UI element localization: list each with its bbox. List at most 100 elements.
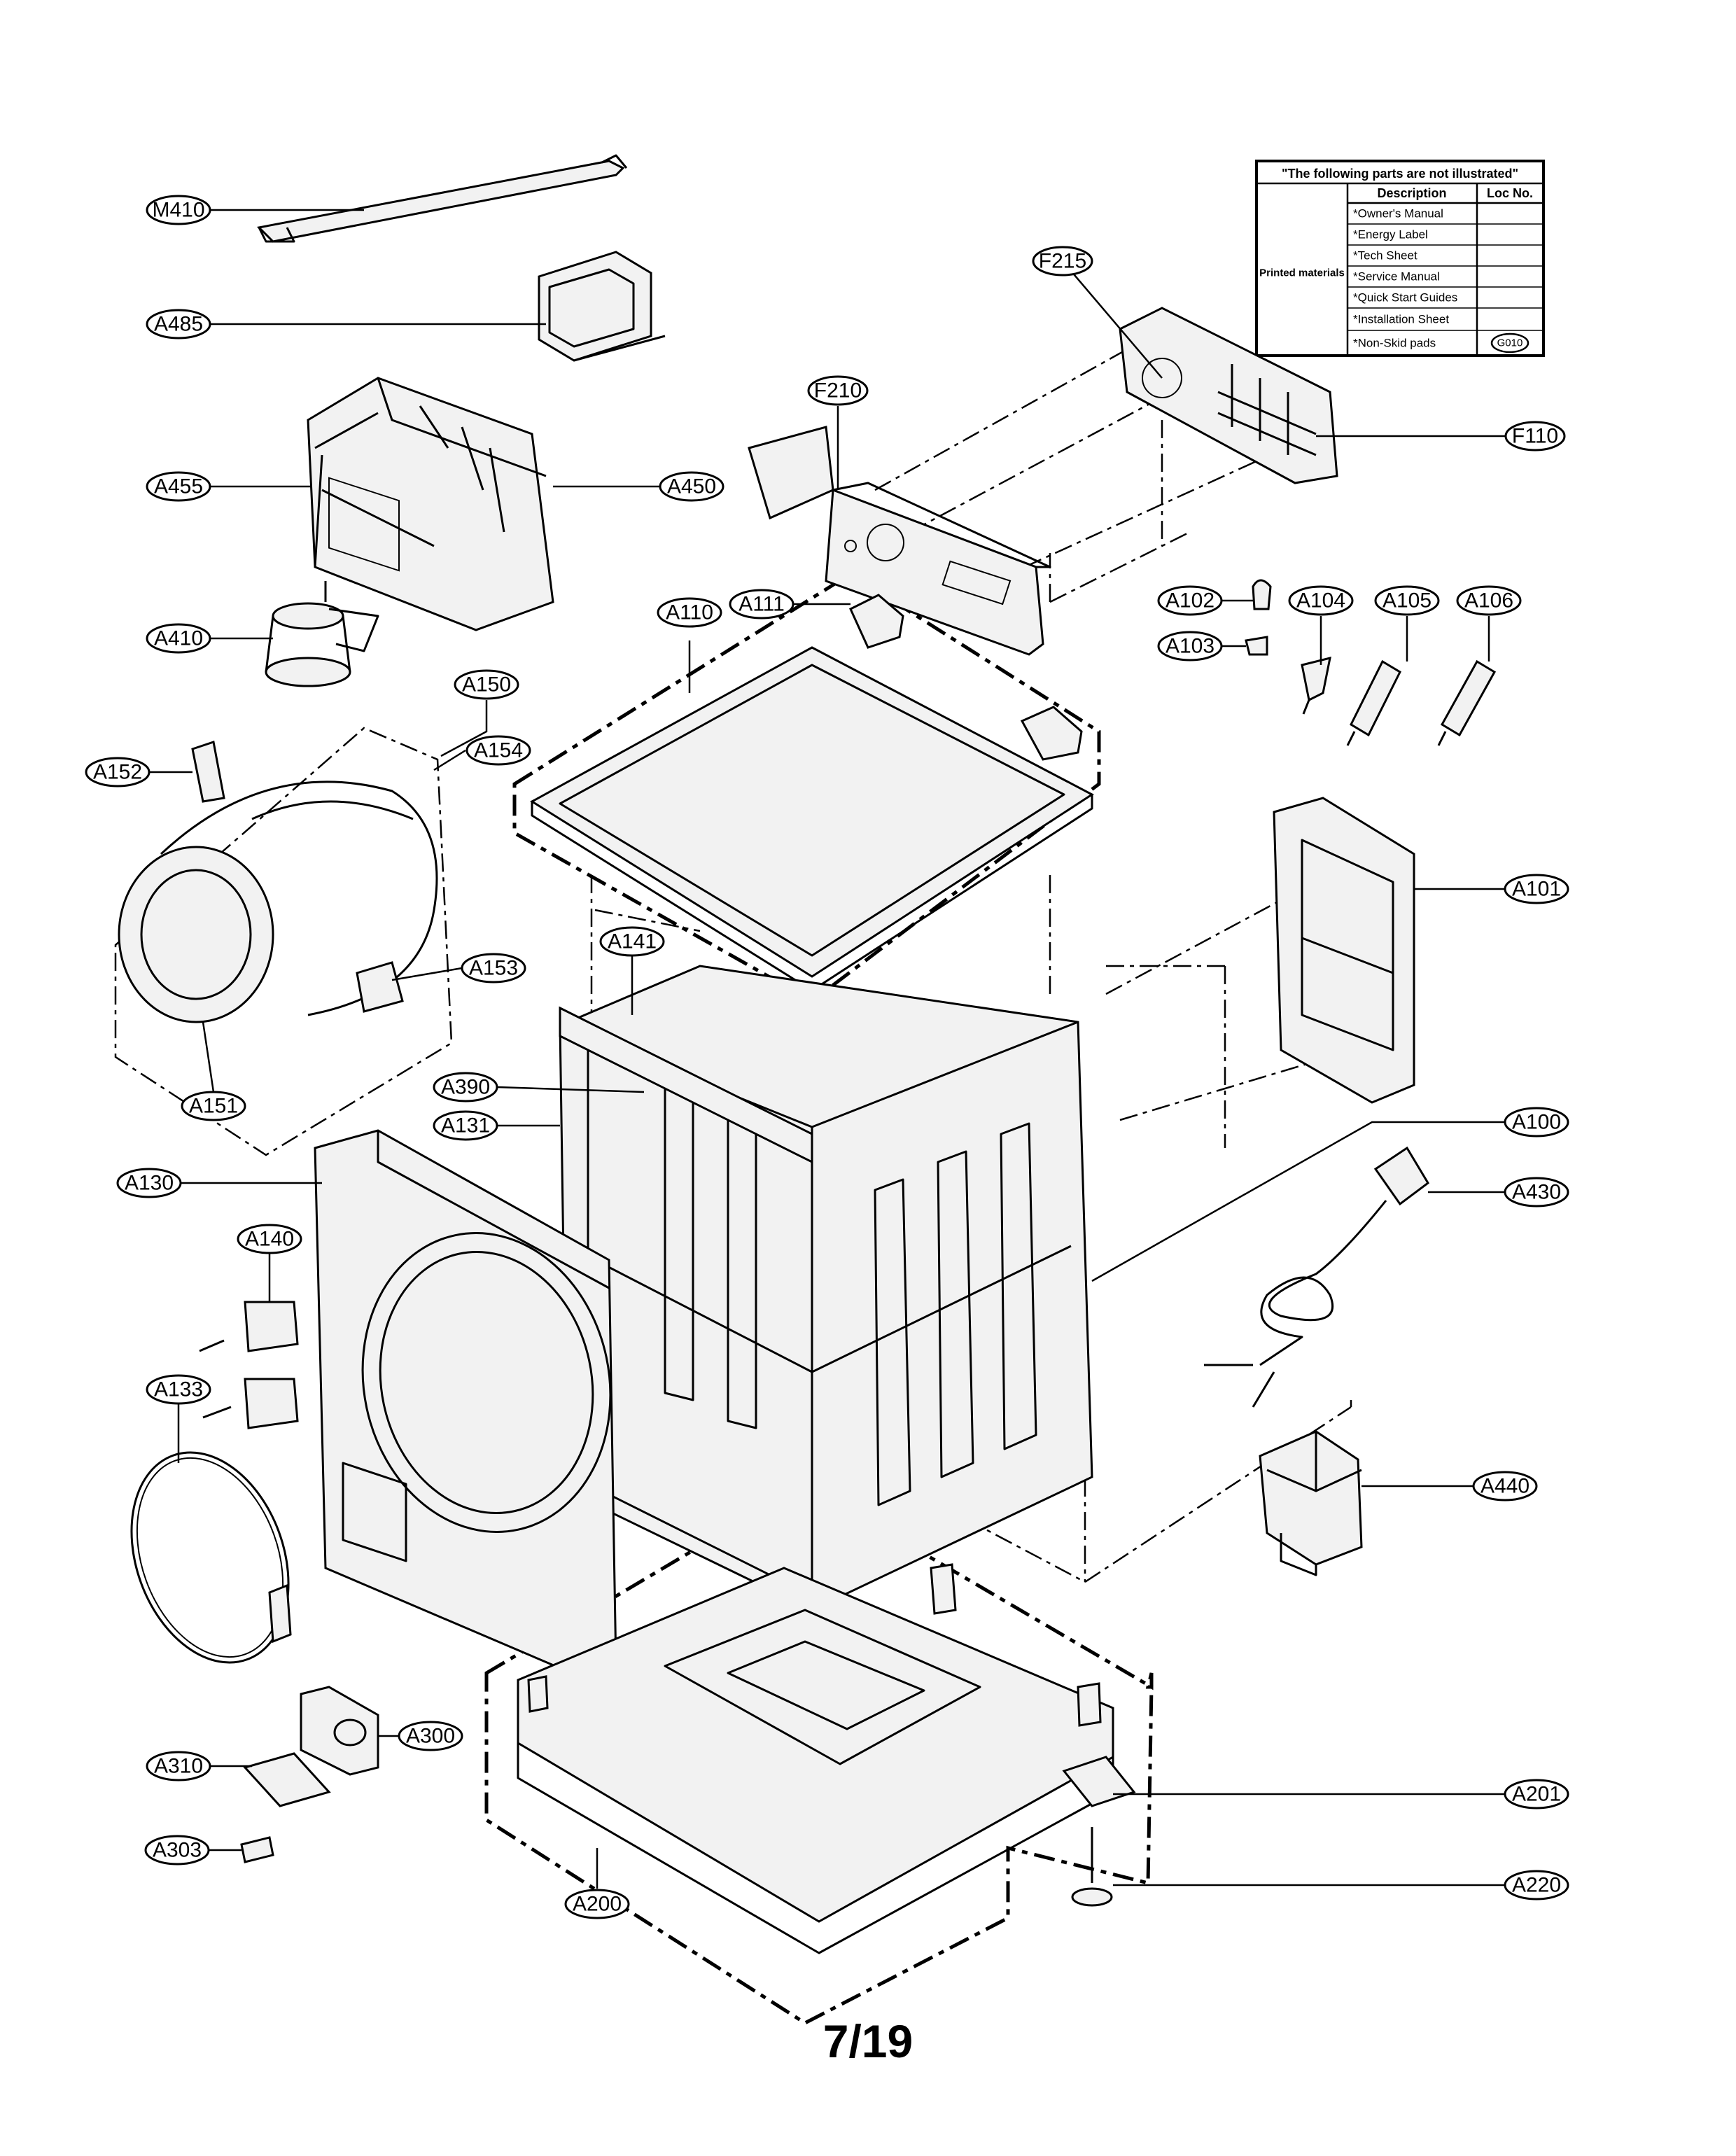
svg-text:A111: A111 — [738, 593, 785, 616]
callout-m410: M410 — [146, 195, 211, 225]
svg-text:A130: A130 — [125, 1172, 174, 1195]
callout-a151: A151 — [181, 1091, 246, 1121]
svg-text:A110: A110 — [666, 601, 713, 624]
callout-a303: A303 — [144, 1835, 210, 1865]
svg-text:A100: A100 — [1512, 1111, 1561, 1134]
svg-text:A440: A440 — [1480, 1475, 1530, 1498]
hinges-a140-illustration — [199, 1301, 299, 1429]
svg-text:A141: A141 — [608, 930, 657, 953]
svg-text:F110: F110 — [1512, 425, 1558, 448]
svg-text:A220: A220 — [1512, 1874, 1561, 1897]
clips-a102-a103-illustration — [1245, 579, 1272, 656]
table-row-desc: *Owner's Manual — [1353, 207, 1443, 220]
svg-text:A410: A410 — [154, 627, 203, 650]
svg-text:A201: A201 — [1512, 1783, 1561, 1806]
callout-a100: A100 — [1504, 1107, 1569, 1138]
callout-a154: A154 — [465, 735, 531, 766]
svg-text:A106: A106 — [1464, 589, 1513, 612]
svg-text:A485: A485 — [154, 313, 203, 336]
callout-f215: F215 — [1032, 246, 1093, 276]
callout-a104: A104 — [1288, 585, 1354, 616]
table-row-loc: G010 — [1497, 337, 1523, 349]
callout-a485: A485 — [146, 309, 211, 340]
table-row-desc: *Energy Label — [1353, 228, 1428, 241]
svg-text:A303: A303 — [153, 1839, 202, 1862]
board-a485-illustration — [538, 251, 666, 362]
power-cord-a430-illustration — [1204, 1146, 1429, 1408]
bracket-m410-illustration — [256, 154, 628, 243]
callout-a141: A141 — [599, 926, 665, 957]
callout-a440: A440 — [1472, 1471, 1538, 1502]
callout-a152: A152 — [85, 757, 150, 788]
callout-a310: A310 — [146, 1751, 211, 1782]
table-row-desc: *Tech Sheet — [1353, 249, 1418, 262]
callout-a111: A111 — [729, 589, 794, 620]
main-pcb-illustration — [307, 377, 554, 631]
cabinet-a100-illustration — [559, 965, 1093, 1611]
page-number: 7/19 — [822, 2015, 913, 2067]
svg-text:M410: M410 — [152, 199, 204, 222]
svg-text:A150: A150 — [462, 673, 511, 696]
table-row-desc: *Service Manual — [1353, 270, 1440, 284]
callout-labels: M410 A485 A455 A450 A410 F215 F210 F110 … — [85, 195, 1569, 1919]
callout-a200: A200 — [564, 1889, 630, 1919]
svg-text:F215: F215 — [1039, 250, 1086, 273]
callout-a150: A150 — [454, 669, 519, 700]
svg-text:A200: A200 — [573, 1893, 622, 1916]
callout-a390: A390 — [433, 1072, 498, 1102]
front-brace-a390-illustration — [559, 1006, 813, 1164]
svg-text:A102: A102 — [1166, 589, 1214, 612]
table-title: "The following parts are not illustrated… — [1282, 167, 1518, 181]
noise-filter-a440-illustration — [1259, 1430, 1363, 1576]
table-row-desc: *Installation Sheet — [1353, 313, 1449, 326]
leader-lines — [147, 209, 1505, 1889]
table-group-label: Printed materials — [1259, 267, 1345, 279]
svg-text:A152: A152 — [93, 761, 142, 784]
callout-a102: A102 — [1157, 585, 1223, 616]
top-cover-a110-illustration — [530, 594, 1094, 992]
callout-a201: A201 — [1504, 1779, 1569, 1809]
table-header-description: Description — [1377, 186, 1446, 200]
base-a200-illustration — [517, 1563, 1114, 1954]
control-panel-f210-illustration — [748, 426, 1051, 656]
door-frame-a150-illustration — [118, 780, 438, 1023]
svg-text:A133: A133 — [154, 1378, 203, 1401]
callout-f110: F110 — [1504, 421, 1566, 451]
callout-a101: A101 — [1504, 874, 1569, 904]
svg-text:A455: A455 — [154, 475, 203, 498]
callout-a430: A430 — [1504, 1177, 1569, 1208]
callout-a105: A105 — [1374, 585, 1440, 616]
callout-a153: A153 — [461, 953, 526, 983]
callout-f210: F210 — [807, 375, 869, 406]
callout-a130: A130 — [116, 1168, 182, 1198]
callout-a300: A300 — [398, 1721, 463, 1751]
filter-cover-a300-illustration — [240, 1686, 379, 1863]
callout-a450: A450 — [659, 471, 724, 502]
svg-text:A390: A390 — [441, 1076, 490, 1099]
svg-text:A103: A103 — [1166, 635, 1214, 658]
svg-text:A153: A153 — [469, 957, 518, 980]
svg-text:A105: A105 — [1382, 589, 1432, 612]
svg-text:A300: A300 — [406, 1725, 455, 1748]
table-row-desc: *Non-Skid pads — [1353, 337, 1436, 350]
svg-text:A430: A430 — [1512, 1181, 1561, 1204]
svg-text:A450: A450 — [667, 475, 716, 498]
callout-a133: A133 — [146, 1374, 211, 1405]
foot-a220-illustration — [1062, 1756, 1136, 1907]
callout-a110: A110 — [657, 597, 722, 628]
svg-text:A101: A101 — [1512, 878, 1561, 901]
display-pcb-f110-illustration — [1119, 307, 1338, 484]
callout-a140: A140 — [237, 1224, 302, 1254]
svg-text:A310: A310 — [154, 1755, 203, 1778]
callout-a106: A106 — [1456, 585, 1522, 616]
svg-text:F210: F210 — [814, 379, 862, 402]
svg-text:A151: A151 — [189, 1095, 238, 1118]
svg-text:A104: A104 — [1296, 589, 1345, 612]
svg-text:A131: A131 — [441, 1114, 490, 1138]
table-header-loc: Loc No. — [1487, 186, 1533, 200]
svg-text:A154: A154 — [474, 739, 523, 762]
dampers-a104-a106-illustration — [1301, 656, 1497, 746]
clamp-ring-a133-illustration — [130, 1451, 292, 1664]
callout-a131: A131 — [433, 1110, 498, 1141]
